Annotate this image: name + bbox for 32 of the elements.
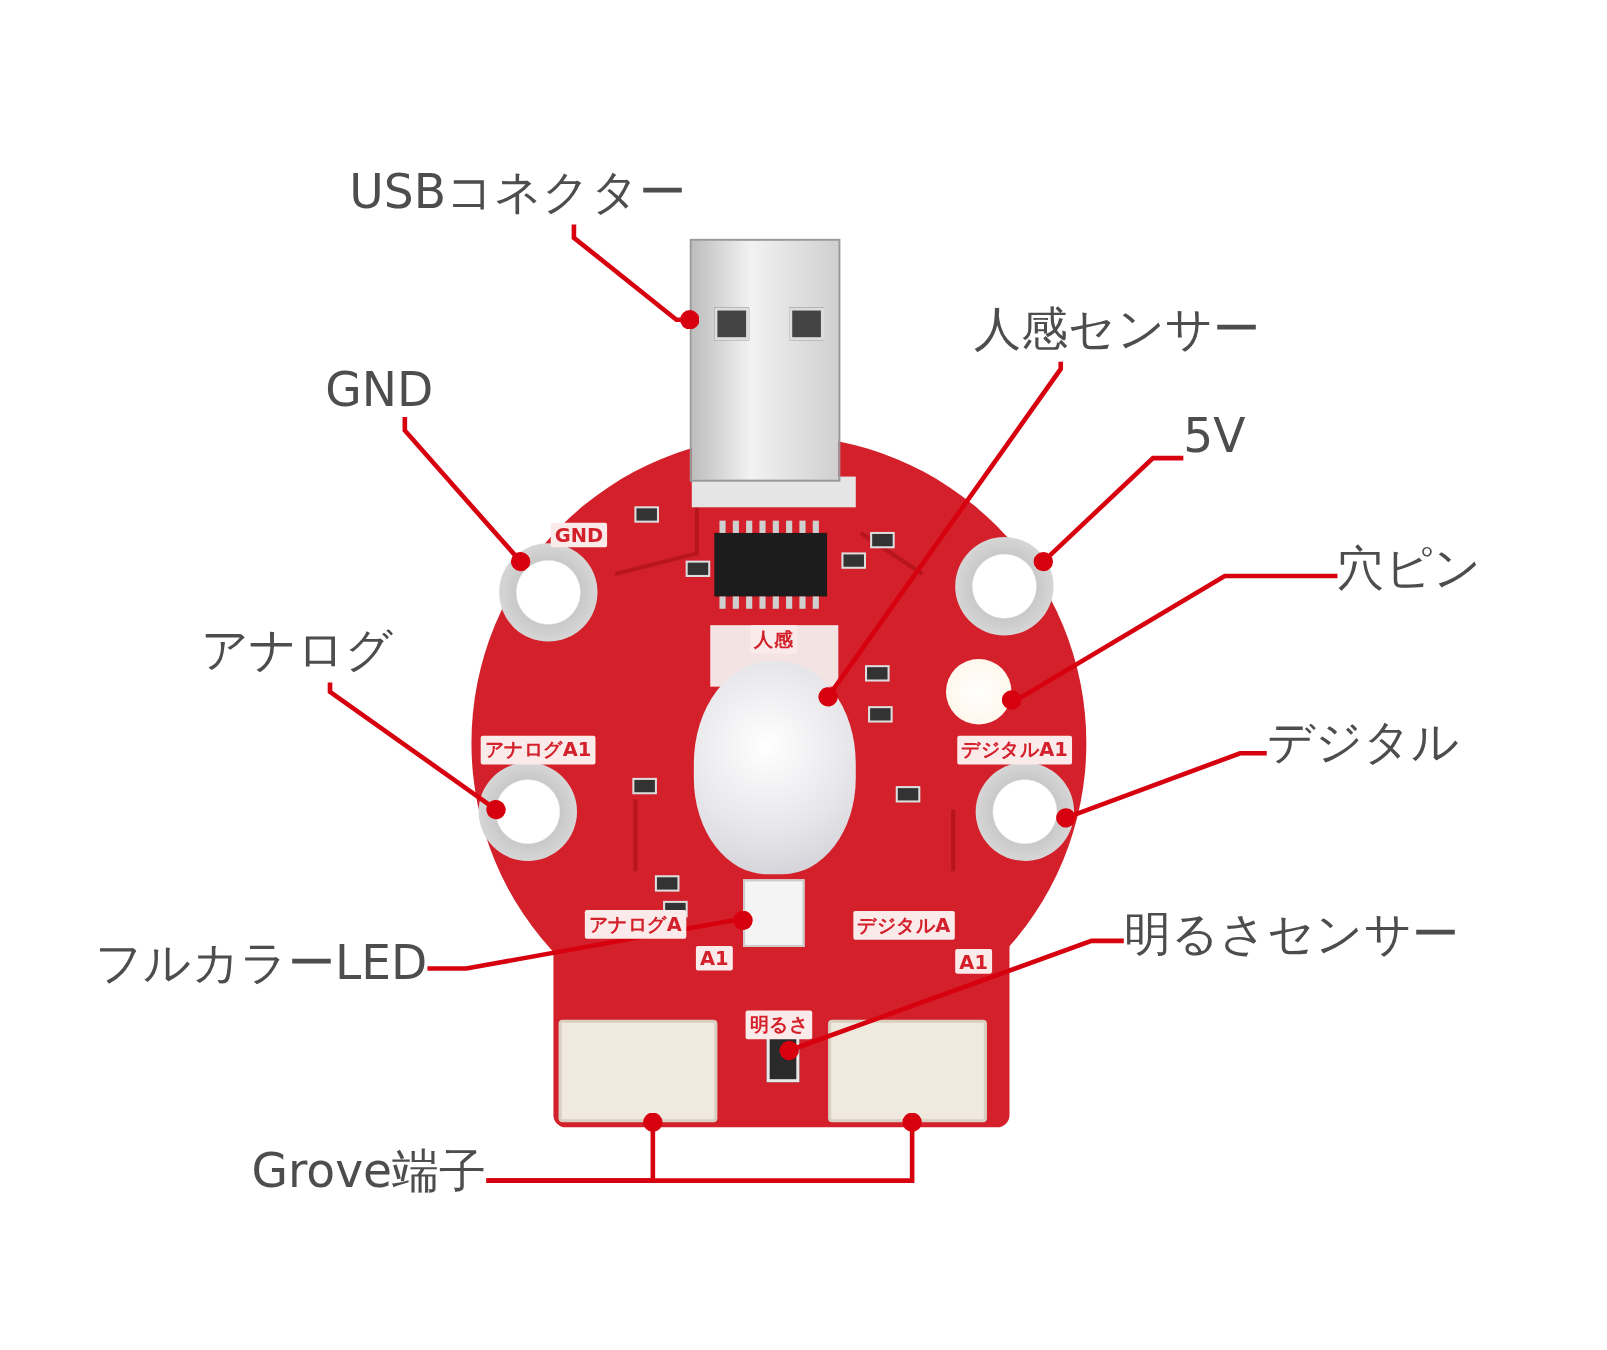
callout-label: Grove端子: [251, 1139, 487, 1204]
silkscreen-label: 明るさ: [745, 1010, 813, 1040]
leader-line: [1001, 573, 1338, 710]
leader-line: [818, 361, 1064, 707]
callout-label: GND: [325, 361, 434, 418]
callout-label: アナログ: [200, 619, 394, 683]
callout-label: 5V: [1183, 407, 1246, 464]
silkscreen-label: デジタルA: [853, 911, 955, 940]
usb-connector: [689, 238, 841, 482]
led-chip: [743, 879, 805, 947]
callout-label: フルカラーLED: [95, 931, 428, 996]
silkscreen-label: アナログA: [584, 910, 686, 939]
leader-line: [779, 938, 1124, 1061]
leader-line: [327, 682, 506, 820]
callout-label: デジタル: [1266, 711, 1460, 775]
leader-line: [402, 417, 531, 572]
leader-line: [1033, 455, 1184, 572]
silkscreen-label: A1: [695, 945, 733, 971]
leader-line: [571, 224, 700, 330]
callout-label: 人感センサー: [974, 298, 1261, 362]
silkscreen-label: GND: [550, 522, 608, 548]
callout-label: 穴ピン: [1337, 537, 1481, 601]
grove-connector: [558, 1019, 718, 1123]
leader-line: [486, 1112, 922, 1183]
silkscreen-label: デジタルA1: [957, 735, 1072, 765]
leader-line: [1056, 750, 1267, 828]
callout-label: 明るさセンサー: [1123, 902, 1459, 967]
silkscreen-label: アナログA1: [480, 735, 596, 765]
callout-label: USBコネクター: [349, 160, 686, 225]
grove-connector: [828, 1019, 987, 1123]
silkscreen-label: A1: [955, 949, 993, 974]
silkscreen-label: 人感: [750, 625, 798, 654]
